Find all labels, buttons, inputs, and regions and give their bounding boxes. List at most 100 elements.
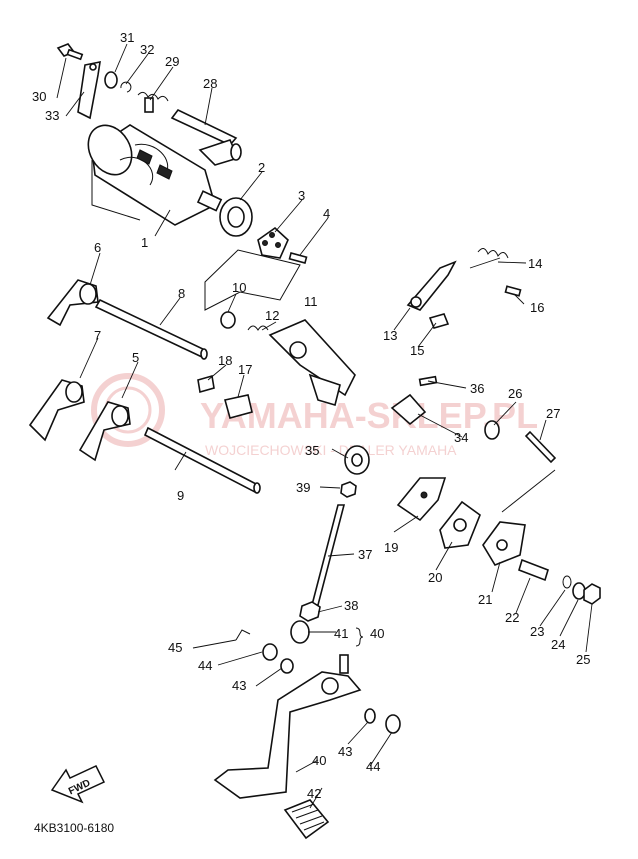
label-44b: 44 <box>366 759 380 774</box>
label-15: 15 <box>410 343 424 358</box>
part-shift-fork-6 <box>46 279 99 327</box>
watermark-subtitle: WOJCIECHOWSKI - DEALER YAMAHA <box>205 442 457 458</box>
part-bolt-15 <box>428 313 450 329</box>
leader-lines <box>56 43 593 809</box>
group-bracket-10-11 <box>204 249 301 311</box>
label-10: 10 <box>232 280 246 295</box>
part-bolt-22 <box>518 558 549 582</box>
label-1: 1 <box>141 235 148 250</box>
label-22: 22 <box>505 610 519 625</box>
label-19: 19 <box>384 540 398 555</box>
part-lever-33 <box>77 60 101 120</box>
fwd-arrow-icon: FWD <box>50 765 106 804</box>
part-pin-27 <box>524 430 557 464</box>
part-washer-43b <box>364 708 376 724</box>
part-shift-shaft-28 <box>170 108 242 166</box>
label-27: 27 <box>546 406 560 421</box>
part-shift-drum <box>87 124 223 226</box>
part-screw-4 <box>288 252 308 264</box>
part-19 <box>396 477 447 522</box>
label-39: 39 <box>296 480 310 495</box>
label-41: 41 <box>334 626 348 641</box>
part-shift-shaft-11 <box>268 319 356 407</box>
part-washer-44a <box>262 643 278 661</box>
label-9: 9 <box>177 488 184 503</box>
label-43b: 43 <box>338 744 352 759</box>
part-20 <box>439 500 481 549</box>
label-29: 29 <box>165 54 179 69</box>
label-31: 31 <box>120 30 134 45</box>
label-3: 3 <box>298 188 305 203</box>
watermark-title: YAMAHA-SKLEP.PL <box>200 395 538 436</box>
brace-41-40 <box>355 627 364 647</box>
part-clip-45 <box>235 629 251 641</box>
label-44a: 44 <box>198 658 212 673</box>
part-shift-pedal-40 <box>213 654 362 799</box>
part-washer-44b <box>385 714 401 734</box>
label-14: 14 <box>528 256 542 271</box>
part-spring-14 <box>477 248 509 259</box>
label-17: 17 <box>238 362 252 377</box>
label-40a: 40 <box>370 626 384 641</box>
part-washer-43a <box>280 658 294 674</box>
part-circlip-23 <box>562 575 572 589</box>
label-38: 38 <box>344 598 358 613</box>
part-bolt-16 <box>504 285 522 297</box>
label-43a: 43 <box>232 678 246 693</box>
part-shift-fork-7 <box>28 379 85 442</box>
part-guide-bar-9 <box>143 426 261 494</box>
part-shift-fork-5 <box>78 401 131 462</box>
part-bolt-17 <box>224 394 253 419</box>
part-joint-35 <box>344 445 370 475</box>
label-28: 28 <box>203 76 217 91</box>
part-21 <box>482 521 526 566</box>
label-35: 35 <box>305 443 319 458</box>
part-washer-31 <box>104 71 118 89</box>
label-6: 6 <box>94 240 101 255</box>
label-37: 37 <box>358 547 372 562</box>
label-7: 7 <box>94 328 101 343</box>
part-labels: 31 32 29 30 33 28 2 1 3 4 6 8 10 11 12 7… <box>32 30 590 801</box>
label-26: 26 <box>508 386 522 401</box>
part-spring-12 <box>247 325 269 331</box>
part-roller-26 <box>484 420 500 440</box>
label-33: 33 <box>45 108 59 123</box>
label-11: 11 <box>304 294 318 309</box>
part-bearing <box>219 197 253 237</box>
diagram-code: 4KB3100-6180 <box>34 821 114 835</box>
label-8: 8 <box>178 286 185 301</box>
label-30: 30 <box>32 89 46 104</box>
label-16: 16 <box>530 300 544 315</box>
part-pedal-rubber-42 <box>283 799 330 840</box>
label-40b: 40 <box>312 753 326 768</box>
part-stopper-lever-13 <box>406 260 457 311</box>
watermark: YAMAHA-SKLEP.PL WOJCIECHOWSKI - DEALER Y… <box>91 373 538 458</box>
part-circlip-32 <box>120 81 132 93</box>
label-13: 13 <box>383 328 397 343</box>
label-4: 4 <box>323 206 330 221</box>
label-12: 12 <box>265 308 279 323</box>
part-segment <box>257 226 289 259</box>
label-32: 32 <box>140 42 154 57</box>
label-24: 24 <box>551 637 565 652</box>
part-joint-41 <box>290 620 310 644</box>
label-2: 2 <box>258 160 265 175</box>
label-23: 23 <box>530 624 544 639</box>
label-42: 42 <box>307 786 321 801</box>
part-nut-39 <box>340 481 357 498</box>
label-36: 36 <box>470 381 484 396</box>
label-45: 45 <box>168 640 182 655</box>
part-nut-38 <box>299 601 321 622</box>
label-21: 21 <box>478 592 492 607</box>
label-18: 18 <box>218 353 232 368</box>
part-bolt-30 <box>56 43 84 61</box>
label-20: 20 <box>428 570 442 585</box>
part-clip-18 <box>197 374 215 394</box>
label-34: 34 <box>454 430 468 445</box>
label-25: 25 <box>576 652 590 667</box>
part-34 <box>390 393 427 426</box>
part-nut-25 <box>583 583 601 605</box>
part-guide-bar-8 <box>94 298 208 360</box>
